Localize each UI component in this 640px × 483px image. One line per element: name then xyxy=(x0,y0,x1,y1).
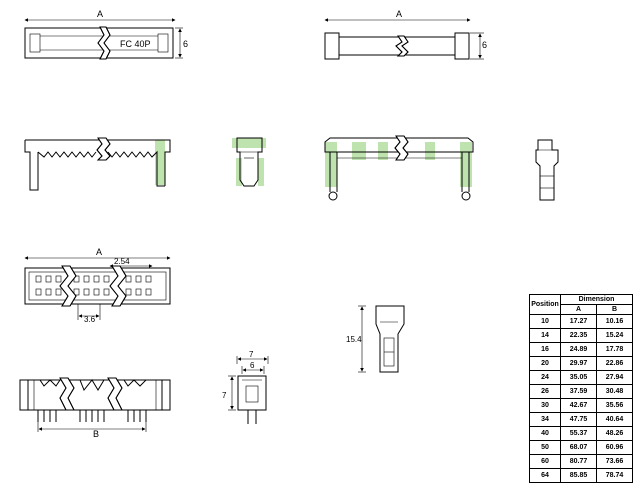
cell-position: 20 xyxy=(529,356,561,371)
cell-a: 42.67 xyxy=(560,398,597,413)
row-spacing-label: 3.6 xyxy=(84,315,96,324)
cell-b: 30.48 xyxy=(596,384,633,399)
bottom-view: A 2.54 3.6 xyxy=(24,247,171,324)
cell-position: 30 xyxy=(529,398,561,413)
pitch-label: 2.54 xyxy=(114,257,130,266)
cell-a: 29.97 xyxy=(560,356,597,371)
front-view-latched xyxy=(324,135,474,201)
cell-b: 17.78 xyxy=(596,342,633,357)
cell-position: 16 xyxy=(529,342,561,357)
cell-a: 35.05 xyxy=(560,370,597,385)
cell-b: 78.74 xyxy=(596,468,633,483)
dim-6-small-label: 6 xyxy=(250,361,255,370)
cell-position: 64 xyxy=(529,468,561,483)
cell-a: 47.75 xyxy=(560,412,597,427)
cell-b: 10.16 xyxy=(596,314,633,329)
cell-a: 17.27 xyxy=(560,314,597,329)
cell-position: 50 xyxy=(529,440,561,455)
height-label: 15.4 xyxy=(346,335,362,344)
col-a-header: A xyxy=(560,304,597,315)
dim-a-label: A xyxy=(97,9,103,19)
cell-b: 35.56 xyxy=(596,398,633,413)
cell-a: 80.77 xyxy=(560,454,597,469)
dim-7-side-label: 7 xyxy=(222,391,227,400)
col-b-header: B xyxy=(596,304,633,315)
top-view-left: A FC 40P 6 xyxy=(24,9,188,60)
cell-b: 73.66 xyxy=(596,454,633,469)
cell-position: 60 xyxy=(529,454,561,469)
cell-b: 48.26 xyxy=(596,426,633,441)
cell-a: 22.35 xyxy=(560,328,597,343)
cell-b: 15.24 xyxy=(596,328,633,343)
front-view-pins: B xyxy=(19,377,171,439)
top-view-right: A 6 xyxy=(324,9,487,60)
cell-b: 60.96 xyxy=(596,440,633,455)
part-label: FC 40P xyxy=(120,39,151,49)
cell-position: 10 xyxy=(529,314,561,329)
dimension-header: Dimension xyxy=(560,294,633,305)
side-profile xyxy=(535,139,559,201)
dim-a-label-2: A xyxy=(396,9,402,19)
cell-position: 24 xyxy=(529,370,561,385)
front-view-serrated xyxy=(24,137,171,191)
dim-6-label-2: 6 xyxy=(482,40,487,50)
cell-a: 55.37 xyxy=(560,426,597,441)
dim-a-label-3: A xyxy=(96,247,102,257)
cell-position: 26 xyxy=(529,384,561,399)
cell-position: 40 xyxy=(529,426,561,441)
cell-a: 24.89 xyxy=(560,342,597,357)
cell-position: 14 xyxy=(529,328,561,343)
small-side-view: 7 6 7 xyxy=(222,350,269,424)
cell-b: 40.64 xyxy=(596,412,633,427)
dim-b-label: B xyxy=(93,429,99,439)
position-header: Position xyxy=(529,294,561,315)
cell-b: 22.86 xyxy=(596,356,633,371)
cell-a: 68.07 xyxy=(560,440,597,455)
height-side-view: 15.4 xyxy=(346,305,405,373)
cell-a: 85.85 xyxy=(560,468,597,483)
dim-6-label: 6 xyxy=(183,39,188,49)
cell-position: 34 xyxy=(529,412,561,427)
side-section xyxy=(232,137,266,187)
cell-a: 37.59 xyxy=(560,384,597,399)
dim-7-top-label: 7 xyxy=(249,350,254,359)
cell-b: 27.94 xyxy=(596,370,633,385)
